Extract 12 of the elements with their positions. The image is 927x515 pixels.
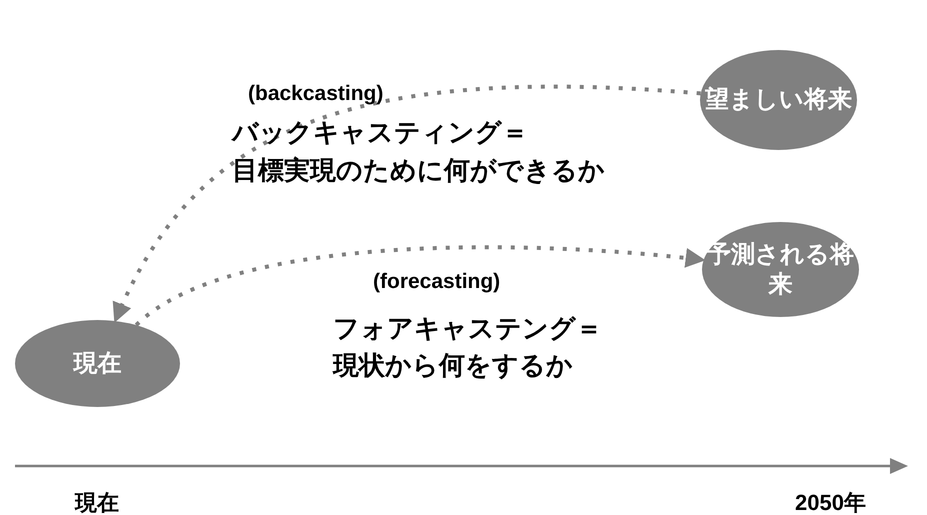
axis-label: 2050年 xyxy=(795,489,866,515)
description-text: 目標実現のために何ができるか xyxy=(232,154,605,187)
english-term: (forecasting) xyxy=(373,270,500,294)
ellipse-node: 望ましい将来 xyxy=(700,50,857,150)
dotted-arrow xyxy=(113,84,701,323)
dotted-arrow xyxy=(135,245,706,327)
axis-label: 現在 xyxy=(75,489,119,515)
heading-text: フォアキャステング＝ xyxy=(333,312,602,345)
description-text: 現状から何をするか xyxy=(333,349,573,382)
ellipse-node: 現在 xyxy=(15,320,180,407)
english-term: (backcasting) xyxy=(248,82,384,106)
heading-text: バックキャスティング＝ xyxy=(232,116,528,149)
